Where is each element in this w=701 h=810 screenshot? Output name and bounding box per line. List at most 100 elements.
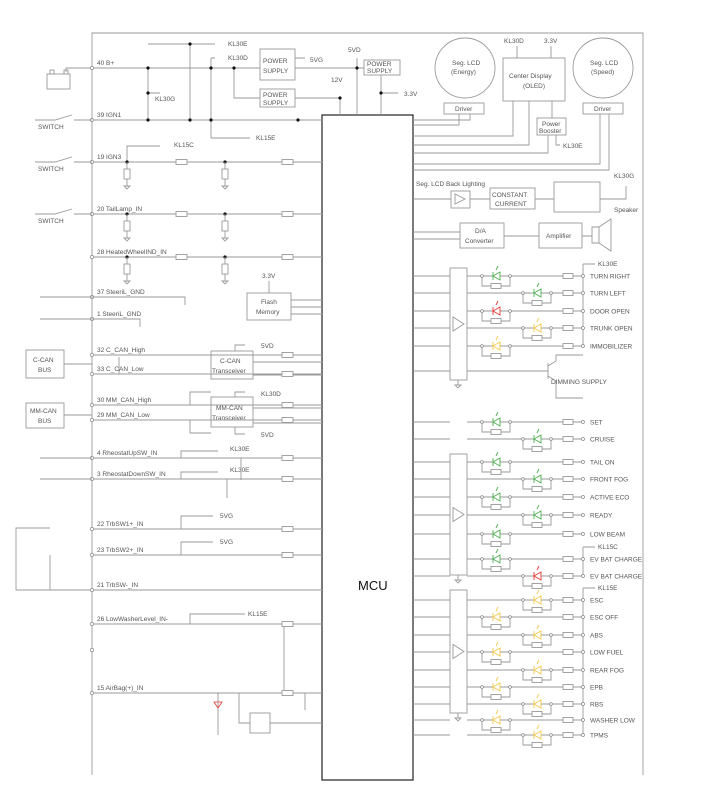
svg-text:POWER: POWER <box>263 92 288 99</box>
svg-text:BUS: BUS <box>38 418 52 425</box>
indicator-label: IMMOBILIZER <box>590 344 633 351</box>
svg-text:3.3V: 3.3V <box>262 273 276 280</box>
indicator-label: EV BAT CHARGE <box>590 574 643 581</box>
indicator-label: TURN LEFT <box>590 291 626 298</box>
indicator-row: ABS <box>467 624 604 648</box>
pin-label: 39 IGN1 <box>97 112 122 119</box>
kl15e-label: KL15E <box>256 135 276 142</box>
pin-label: 26 LowWasherLevel_IN- <box>97 616 168 623</box>
left-pin <box>90 648 94 652</box>
svg-text:Memory: Memory <box>256 309 280 316</box>
svg-text:MM-CAN: MM-CAN <box>216 405 243 412</box>
indicator-label: SET <box>590 420 603 427</box>
rheostat-supply-2: KL30E <box>230 467 250 474</box>
svg-text:Driver: Driver <box>455 106 473 113</box>
dimming-transistor <box>413 354 583 399</box>
mcu-label: MCU <box>358 578 388 593</box>
led-icon <box>533 468 542 484</box>
indicator-row: TURN LEFT <box>467 282 626 306</box>
trb-supply-1: 5VG <box>220 513 233 520</box>
left-pin: 29 MM_CAN_Low <box>90 412 322 423</box>
svg-text:Flash: Flash <box>261 299 277 306</box>
indicator-row: TPMS <box>467 724 609 748</box>
pin-label: 32 C_CAN_High <box>97 347 145 354</box>
left-pin: 22 TrbSW1+_IN <box>90 521 322 532</box>
pin-label: 29 MM_CAN_Low <box>97 412 150 419</box>
indicator-label: ESC <box>590 598 604 605</box>
svg-text:POWER: POWER <box>367 61 392 68</box>
left-pin: 32 C_CAN_High <box>90 347 322 358</box>
led-icon <box>533 693 542 709</box>
pin-label: 30 MM_CAN_High <box>97 397 152 404</box>
indicator-supply-label: KL30E <box>598 261 618 268</box>
svg-text:D/A: D/A <box>475 228 487 235</box>
pin-label: 1 SteeriL_GND <box>97 311 141 318</box>
indicator-label: TURN RIGHT <box>590 274 630 281</box>
indicator-label: TAIL ON <box>590 460 615 467</box>
indicator-row: TAIL ON <box>467 451 615 475</box>
indicator-label: WASHER LOW <box>590 718 636 725</box>
svg-text:Transceiver: Transceiver <box>212 415 247 422</box>
left-pin: 21 TrbSW-_IN <box>90 582 322 592</box>
amplifier: Amplifier <box>538 222 583 249</box>
indicator-label: TRUNK OPEN <box>590 326 633 333</box>
indicator-row: READY <box>467 504 613 528</box>
indicator-row: CRUISE <box>467 428 615 452</box>
battery-icon <box>46 67 92 90</box>
indicator-row: LOW BEAM <box>467 523 625 547</box>
svg-text:(OLED): (OLED) <box>523 83 545 90</box>
led-icon <box>492 300 501 316</box>
kl30g-label: KL30G <box>155 96 175 103</box>
audio-wiring <box>413 186 627 240</box>
led-icon <box>533 724 542 740</box>
mcu-box <box>321 114 414 781</box>
trb-supply-2: 5VG <box>220 539 233 546</box>
svg-text:Center Display: Center Display <box>509 73 552 80</box>
kl15c-label: KL15C <box>174 142 194 149</box>
led-icon <box>492 548 501 564</box>
speaker-icon <box>591 218 612 252</box>
led-icon <box>492 411 501 427</box>
svg-text:Driver: Driver <box>594 106 612 113</box>
svg-text:SUPPLY: SUPPLY <box>367 68 393 75</box>
svg-text:KL30E: KL30E <box>563 143 583 150</box>
left-pin: 33 C_CAN_Low <box>90 366 322 377</box>
switch-label: SWITCH <box>38 124 64 131</box>
left-pin: 3 RheostatDownSW_IN <box>90 471 322 482</box>
svg-text:Seg. LCD: Seg. LCD <box>452 60 480 67</box>
led-icon <box>492 709 501 725</box>
left-pin: 30 MM_CAN_High <box>90 397 322 408</box>
pin-label: 22 TrbSW1+_IN <box>97 521 144 528</box>
indicator-row: RBS <box>467 693 604 717</box>
led-icon <box>492 523 501 539</box>
svg-text:Transceiver: Transceiver <box>212 368 247 375</box>
airbag-buffer <box>249 712 271 734</box>
kl30e-label: KL30E <box>228 41 248 48</box>
pin-label: 23 TrbSW2+_IN <box>97 547 144 554</box>
da-converter: D/A Converter <box>459 222 505 249</box>
left-pin: 4 RheostatUpSW_IN <box>90 450 322 461</box>
left-pin: 20 TailLamp_IN <box>90 206 322 242</box>
misc-wiring <box>15 450 322 735</box>
indicator-label: CRUISE <box>590 437 615 444</box>
svg-text:Seg. LCD: Seg. LCD <box>590 60 618 67</box>
indicator-row: EV BAT CHARGE <box>467 565 643 589</box>
led-icon <box>533 589 542 605</box>
led-icon <box>492 335 501 351</box>
5vg-label: 5VG <box>310 57 323 64</box>
dimming-supply-label: DIMMING SUPPLY <box>551 379 608 386</box>
indicator-row: ESC OFF <box>467 606 618 630</box>
svg-text:(Speed): (Speed) <box>591 69 614 76</box>
left-pin: 15 AirBag(+)_IN <box>90 685 322 696</box>
left-pin: 28 HeatedWheelIND_IN <box>90 249 322 285</box>
indicator-label: READY <box>590 513 613 520</box>
svg-text:Converter: Converter <box>465 238 494 245</box>
led-icon <box>492 451 501 467</box>
led-icon <box>492 676 501 692</box>
